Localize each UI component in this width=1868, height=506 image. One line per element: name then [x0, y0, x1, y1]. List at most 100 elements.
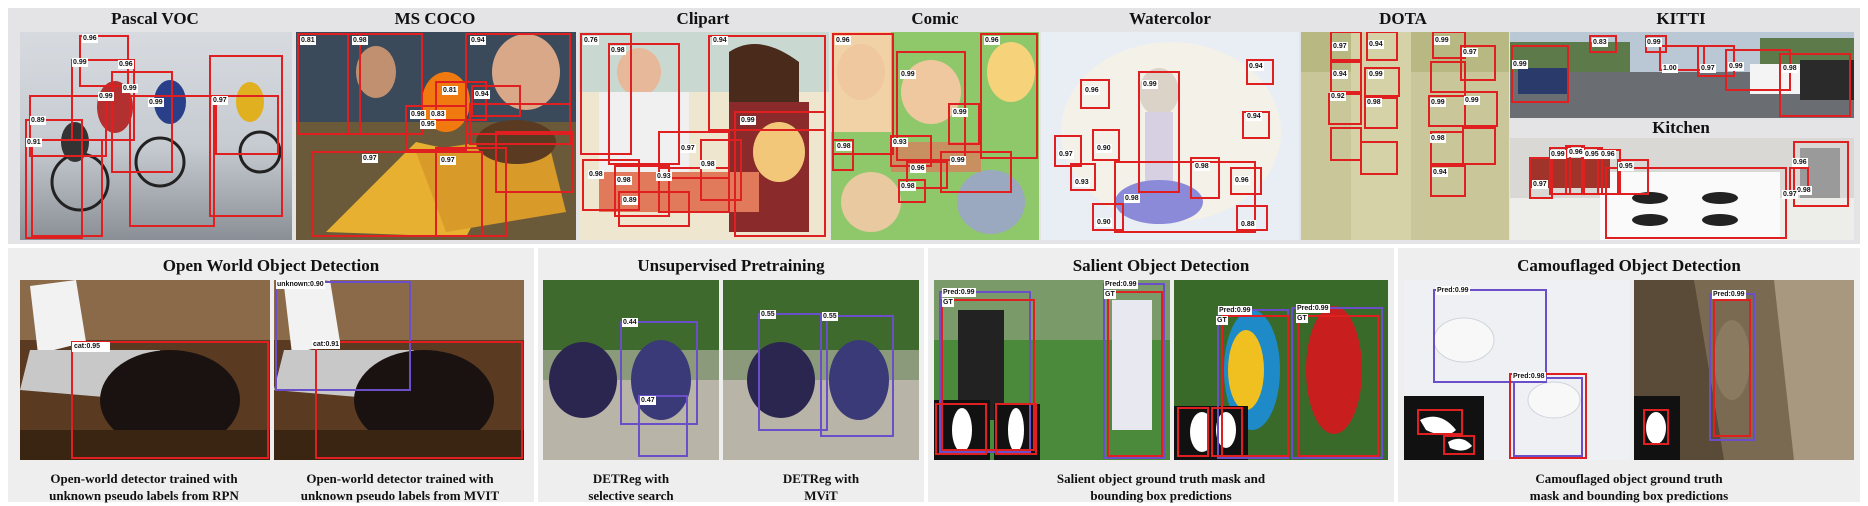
detection-score-label: 0.98	[352, 36, 368, 45]
detection-score-label: 0.98	[410, 110, 426, 119]
caption-owod-mvit: Open-world detector trained with unknown…	[300, 471, 500, 503]
detection-score-label: 0.96	[1568, 148, 1584, 157]
detection-score-label: 0.99	[1464, 96, 1480, 105]
panel-title-open-world: Open World Object Detection	[162, 256, 380, 275]
detection-score-label: 0.99	[1430, 98, 1446, 107]
detection-score-label: 0.97	[680, 144, 696, 153]
image-detreg-mvit	[723, 280, 919, 460]
detection-score-label: 0.97	[440, 156, 456, 165]
detection-score-label: Pred:0.98	[1512, 372, 1546, 381]
detection-score-label: 0.81	[300, 36, 316, 45]
detection-score-label: cat:0.95	[73, 342, 102, 351]
caption-salient: Salient object ground truth mask and bou…	[1056, 471, 1266, 503]
detection-score-label: GT	[1104, 290, 1116, 299]
detection-score-label: 0.88	[1240, 220, 1256, 229]
dataset-title-watercolor: Watercolor	[1129, 9, 1211, 28]
detection-score-label: 0.98	[900, 182, 916, 191]
detection-score-label: 0.99	[122, 84, 138, 93]
detection-score-label: 0.96	[835, 36, 851, 45]
image-clipart	[579, 32, 829, 240]
detection-score-label: 0.94	[470, 36, 486, 45]
detection-score-label: 0.47	[640, 396, 656, 405]
panel-title-camouflaged: Camouflaged Object Detection	[1517, 256, 1741, 275]
image-owod-mvit	[274, 280, 524, 460]
detection-score-label: 0.93	[892, 138, 908, 147]
detection-score-label: 0.99	[1646, 38, 1662, 47]
detection-score-label: 0.94	[1246, 112, 1262, 121]
detection-score-label: Pred:0.99	[1296, 304, 1330, 313]
detection-score-label: 0.55	[760, 310, 776, 319]
detection-score-label: Pred:0.99	[1218, 306, 1252, 315]
detection-score-label: 0.92	[1330, 92, 1346, 101]
detection-score-label: 0.99	[1142, 80, 1158, 89]
dataset-title-pascal-voc: Pascal VOC	[111, 9, 199, 28]
detection-score-label: 0.91	[26, 138, 42, 147]
detection-score-label: 1.00	[1662, 64, 1678, 73]
detection-score-label: 0.98	[1796, 186, 1812, 195]
detection-score-label: 0.98	[700, 160, 716, 169]
detection-score-label: 0.98	[588, 170, 604, 179]
detection-score-label: 0.90	[1096, 218, 1112, 227]
panel-title-unsupervised: Unsupervised Pretraining	[637, 256, 825, 275]
detection-score-label: 0.98	[1124, 194, 1140, 203]
detection-score-label: Pred:0.99	[942, 288, 976, 297]
image-ms-coco	[296, 32, 576, 240]
detection-score-label: 0.94	[1248, 62, 1264, 71]
detection-score-label: 0.95	[1618, 162, 1634, 171]
caption-detreg-selective-search: DETReg with selective search	[588, 471, 674, 503]
detection-score-label: 0.99	[72, 58, 88, 67]
detection-score-label: 0.96	[82, 34, 98, 43]
detection-score-label: 0.83	[430, 110, 446, 119]
detection-score-label: GT	[1216, 316, 1228, 325]
detection-score-label: 0.96	[910, 164, 926, 173]
detection-score-label: 0.94	[712, 36, 728, 45]
detection-score-label: GT	[942, 298, 954, 307]
detection-score-label: 0.97	[1332, 42, 1348, 51]
detection-score-label: 0.93	[656, 172, 672, 181]
detection-score-label: 0.94	[1332, 70, 1348, 79]
detection-score-label: 0.98	[610, 46, 626, 55]
detection-score-label: 0.99	[1512, 60, 1528, 69]
detection-score-label: 0.95	[420, 120, 436, 129]
detection-score-label: 0.99	[740, 116, 756, 125]
detection-score-label: cat:0.91	[312, 340, 341, 349]
dataset-title-clipart: Clipart	[676, 9, 730, 28]
detection-score-label: 0.99	[1728, 62, 1744, 71]
image-kitti	[1510, 32, 1854, 118]
detection-score-label: 0.98	[1430, 134, 1446, 143]
detection-score-label: 0.99	[1550, 150, 1566, 159]
detection-score-label: GT	[1296, 314, 1308, 323]
image-camouflaged-hare	[1404, 280, 1630, 460]
detection-score-label: 0.98	[1194, 162, 1210, 171]
detection-score-label: 0.94	[1368, 40, 1384, 49]
detection-score-label: Pred:0.99	[1104, 280, 1138, 289]
detection-score-label: 0.99	[950, 156, 966, 165]
detection-score-label: 0.97	[1532, 180, 1548, 189]
image-comic	[831, 32, 1039, 240]
detection-score-label: 0.94	[1432, 168, 1448, 177]
detection-score-label: 0.98	[1366, 98, 1382, 107]
detection-score-label: 0.81	[442, 86, 458, 95]
detection-score-label: Pred:0.99	[1712, 290, 1746, 299]
detection-score-label: 0.89	[622, 196, 638, 205]
image-salient-parrots	[1174, 280, 1388, 460]
dataset-title-comic: Comic	[911, 9, 959, 28]
detection-score-label: 0.96	[984, 36, 1000, 45]
detection-score-label: 0.99	[952, 108, 968, 117]
caption-camouflaged: Camouflaged object ground truth mask and…	[1529, 471, 1729, 503]
image-camouflaged-owl	[1634, 280, 1854, 460]
detection-score-label: 0.97	[362, 154, 378, 163]
detection-score-label: 0.90	[1096, 144, 1112, 153]
caption-detreg-mvit: DETReg with MViT	[782, 471, 860, 503]
detection-score-label: 0.44	[622, 318, 638, 327]
detection-score-label: 0.96	[1234, 176, 1250, 185]
detection-score-label: 0.89	[30, 116, 46, 125]
detection-score-label: 0.97	[1462, 48, 1478, 57]
detection-score-label: 0.93	[1074, 178, 1090, 187]
detection-score-label: 0.95	[1584, 150, 1600, 159]
detection-score-label: 0.96	[118, 60, 134, 69]
detection-score-label: 0.99	[1368, 70, 1384, 79]
detection-score-label: 0.96	[1600, 150, 1616, 159]
detection-score-label: 0.97	[1782, 190, 1798, 199]
detection-score-label: 0.99	[98, 92, 114, 101]
